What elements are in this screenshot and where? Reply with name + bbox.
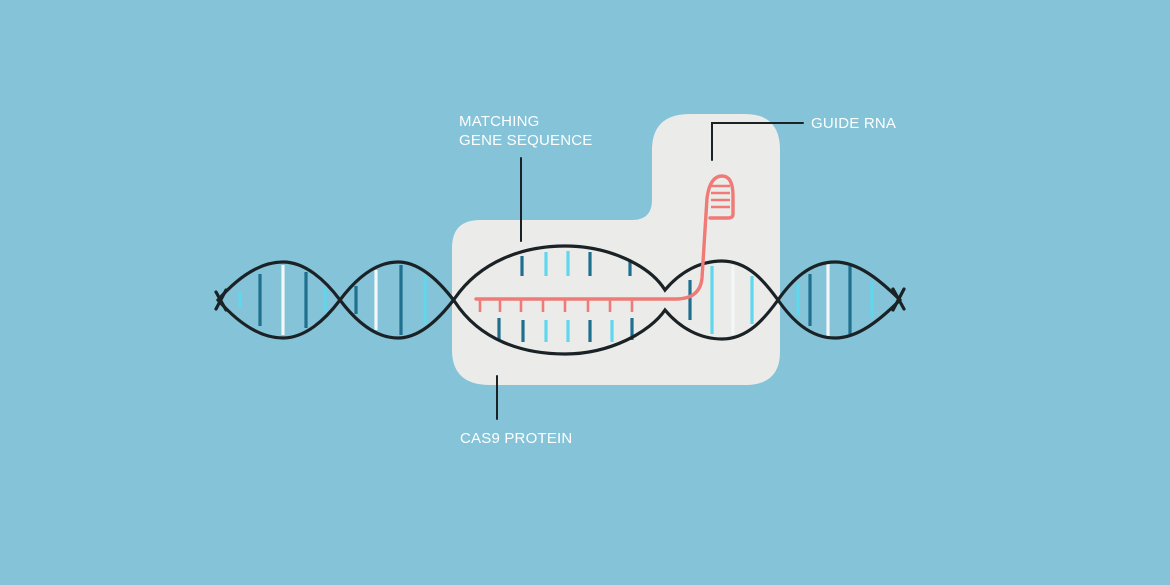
- dna-strand-top: [216, 244, 902, 340]
- cas9-protein-label: CAS9 PROTEIN: [460, 430, 573, 447]
- matching-label-line2: GENE SEQUENCE: [459, 132, 593, 149]
- dna-double-helix: [214, 244, 906, 356]
- guide-rna-strand: [474, 174, 735, 312]
- cas9-protein-shape: [452, 114, 780, 385]
- guide-rna-hairpin-bases: [711, 184, 730, 209]
- guide-rna-bases: [478, 299, 634, 312]
- guide-rna-leader-line: [711, 122, 804, 161]
- matching-label-line1: MATCHING: [459, 113, 540, 130]
- dna-strand-bottom: [216, 260, 902, 356]
- matching-gene-sequence-label: MATCHING GENE SEQUENCE: [459, 112, 592, 150]
- dna-end-left-b: [214, 288, 228, 311]
- dna-base-pairs: [238, 251, 874, 342]
- guide-rna-backbone: [474, 174, 735, 301]
- dna-end-right-b: [891, 287, 906, 312]
- guide-rna-label: GUIDE RNA: [811, 115, 897, 132]
